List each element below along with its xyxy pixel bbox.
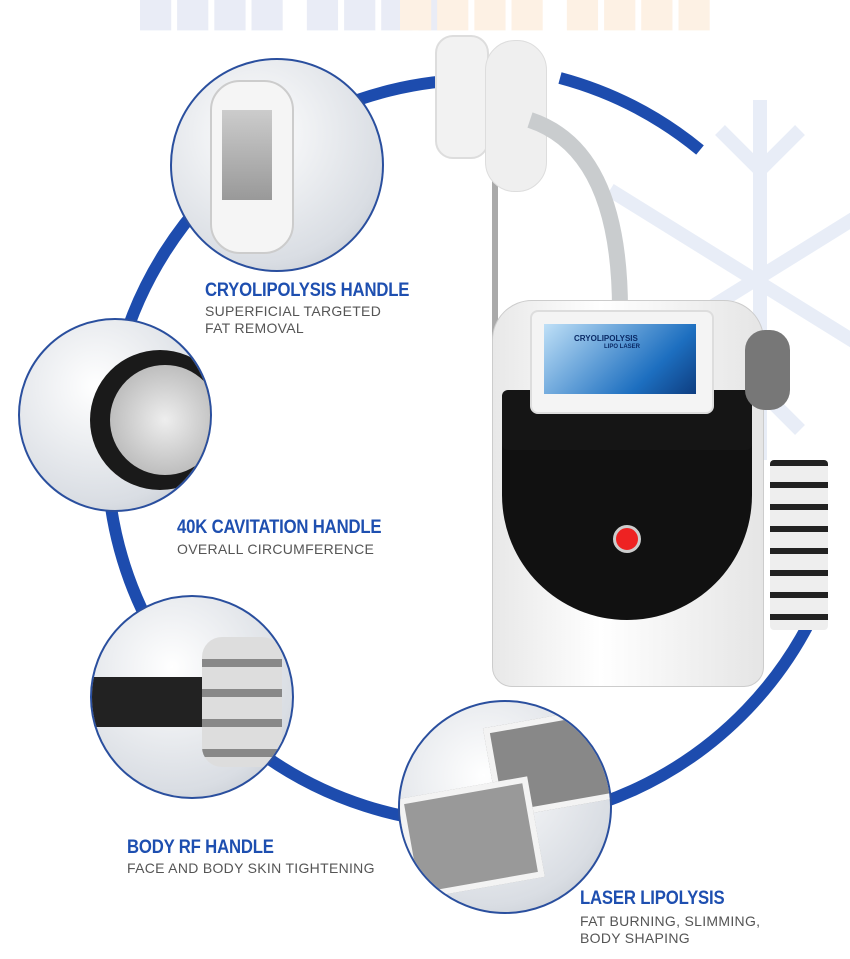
faded-header: ████ ████ — [140, 0, 456, 27]
feature-description: OVERALL CIRCUMFERENCE — [177, 541, 375, 557]
feature-title: CRYOLIPOLYSIS HANDLE — [205, 280, 410, 301]
power-button — [613, 525, 641, 553]
cryolipolysis-handle-photo — [170, 58, 384, 272]
touch-screen: CRYOLIPOLYSIS LIPO LASER — [530, 310, 714, 414]
screen-subtitle: LIPO LASER — [604, 344, 641, 350]
rf-handle-photo — [90, 595, 294, 799]
feature-title: LASER LIPOLYSIS — [580, 888, 725, 909]
laser-pads-photo — [398, 700, 612, 914]
feature-description: FAT BURNING, SLIMMING,BODY SHAPING — [580, 913, 761, 946]
screen-title: CRYOLIPOLYSIS — [574, 334, 638, 343]
cavitation-handle-photo — [18, 318, 212, 512]
feature-title: 40K CAVITATION HANDLE — [177, 517, 382, 538]
machine-image: CRYOLIPOLYSIS LIPO LASER — [430, 30, 830, 690]
feature-title: BODY RF HANDLE — [127, 837, 274, 858]
feature-description: FACE AND BODY SKIN TIGHTENING — [127, 860, 375, 876]
